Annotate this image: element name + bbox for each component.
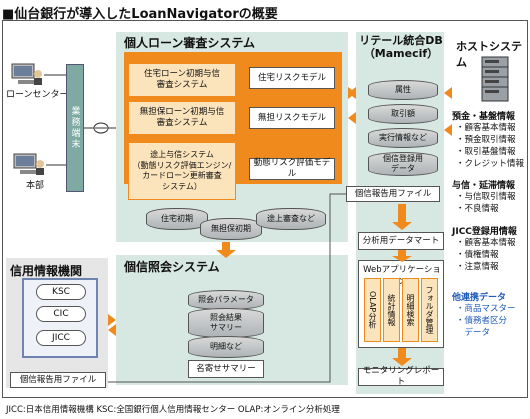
host-item: ・顧客基本情報 bbox=[456, 238, 516, 248]
dynamic-risk-model: 動態リスク評価モデル bbox=[249, 158, 335, 180]
other-data-item: データ bbox=[456, 328, 491, 338]
credit-inquiry-title: 個信照会システム bbox=[124, 260, 220, 274]
pc-icon bbox=[10, 62, 44, 88]
credit-bureau-title: 信用情報機関 bbox=[10, 264, 83, 278]
mid-term-credit-box: 途上与信システム （動態リスク評価エンジン/ カードローン更新審査 システム） bbox=[128, 142, 236, 200]
name-summary-box: 名寄せサマリー bbox=[188, 360, 264, 378]
analysis-data-mart: 分析用データマート bbox=[358, 232, 444, 250]
host-item: ・顧客基本情報 bbox=[456, 123, 516, 133]
server-icon bbox=[480, 56, 510, 102]
db-layer-registration: 個信登録用 データ bbox=[368, 152, 438, 176]
webapp-title: Webアプリケーション bbox=[363, 265, 441, 287]
host-item: ・不良情報 bbox=[456, 204, 499, 214]
unsecured-risk-model: 無担リスクモデル bbox=[249, 107, 335, 129]
webapp-folder: フォルダ管理 bbox=[421, 278, 438, 342]
housing-initial-box: 住宅ローン初期与信 審査システム bbox=[128, 63, 236, 97]
housing-risk-model: 住宅リスクモデル bbox=[249, 67, 335, 89]
inquiry-layer: 明細など bbox=[188, 336, 264, 358]
pc-icon bbox=[12, 152, 46, 178]
host-group-header: 与信・延滞情報 bbox=[452, 181, 516, 191]
loan-center-label: ローンセンター bbox=[6, 90, 69, 100]
host-item: ・与信取引情報 bbox=[456, 192, 516, 202]
webapp-olap: OLAP分析 bbox=[364, 278, 381, 342]
other-data-header: 他連携データ bbox=[452, 293, 507, 303]
other-data-item: ・商品マスター bbox=[456, 304, 516, 314]
retail-db-title: リテール統合DB （Mamecif） bbox=[359, 34, 443, 60]
db-layer-attribute: 属性 bbox=[368, 80, 438, 100]
bureau-jicc: JICC bbox=[36, 330, 86, 346]
page-title: ■仙台銀行が導入したLoanNavigatorの概要 bbox=[2, 7, 278, 22]
diagram-frame bbox=[2, 20, 528, 398]
host-item: ・取引基盤情報 bbox=[456, 147, 516, 157]
db-report-file: 個信報告用ファイル bbox=[346, 186, 440, 202]
webapp-stats: 統計情報 bbox=[383, 278, 400, 342]
db-layer-execution: 実行情報など bbox=[368, 128, 438, 148]
terminal-label: 業務端末 bbox=[69, 106, 80, 150]
host-item: ・債権情報 bbox=[456, 250, 499, 260]
monitoring-report: モニタリングレポート bbox=[358, 366, 444, 387]
head-office-label: 本部 bbox=[26, 181, 45, 191]
bureau-report-file: 個信報告用ファイル bbox=[10, 372, 106, 388]
bureau-cic: CIC bbox=[36, 306, 86, 322]
inquiry-layer: 照会結果 サマリー bbox=[188, 308, 264, 338]
host-group-header: 預金・基盤情報 bbox=[452, 112, 516, 122]
personal-loan-title: 個人ローン審査システム bbox=[124, 36, 256, 50]
host-item: ・注意情報 bbox=[456, 262, 499, 272]
bureau-ksc: KSC bbox=[36, 284, 86, 300]
other-data-item: ・債務者区分 bbox=[456, 316, 508, 326]
unsecured-initial-box: 無担保ローン初期与信 審査システム bbox=[128, 101, 236, 135]
db-mid-term: 途上審査など bbox=[256, 208, 326, 230]
host-group-header: JICC登録用情報 bbox=[452, 227, 517, 237]
host-system-title: ホストシステム bbox=[456, 40, 522, 69]
footnote: JICC:日本信用情報機構 KSC:全国銀行個人信用情報センター OLAP:オン… bbox=[6, 405, 340, 415]
webapp-search: 明細検索 bbox=[402, 278, 419, 342]
db-unsecured-initial: 無担保初期 bbox=[200, 218, 262, 240]
db-layer-amount: 取引額 bbox=[368, 104, 438, 124]
host-item: ・預金取引情報 bbox=[456, 135, 516, 145]
host-item: ・クレジット情報 bbox=[456, 159, 525, 169]
terminal-bar: 業務端末 bbox=[66, 64, 84, 192]
